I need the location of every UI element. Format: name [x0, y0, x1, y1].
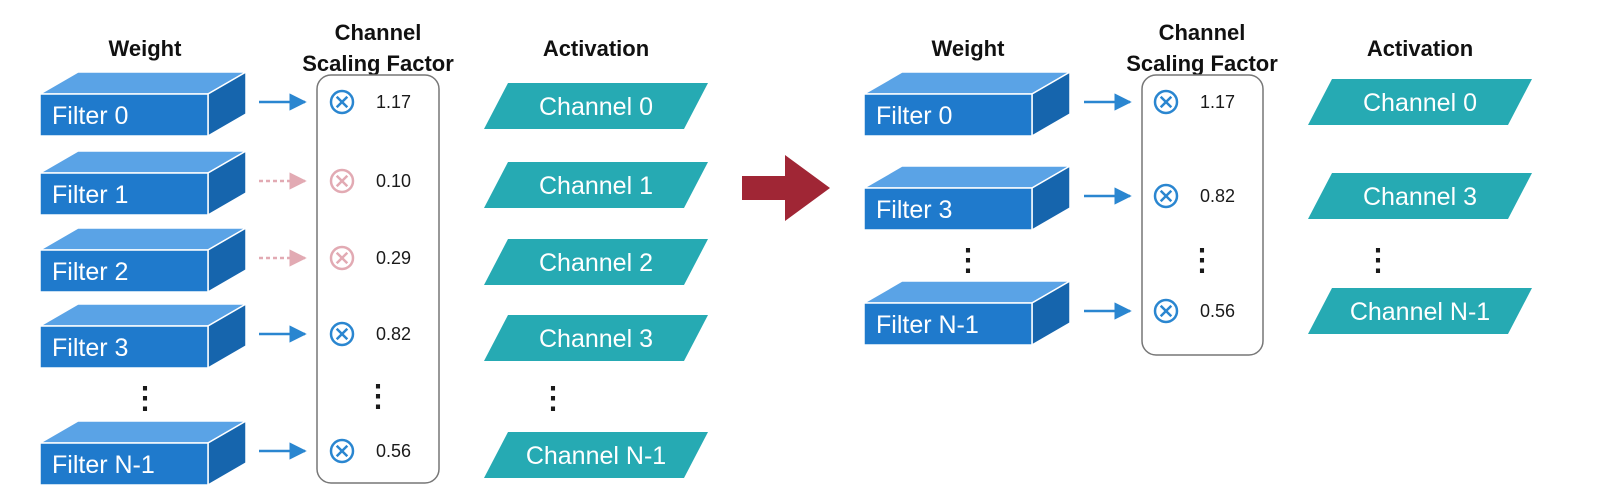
filter-block: Filter N-1: [861, 279, 1073, 347]
filter-front-face: [39, 442, 209, 486]
filter-label: Filter 3: [876, 196, 952, 224]
filter-front-face: [39, 172, 209, 216]
filter-label: Filter 3: [52, 334, 128, 362]
right-filter-ellipsis: ⋮: [953, 244, 983, 277]
left-filter-ellipsis: ⋮: [130, 382, 160, 415]
right-row: Filter N-1 0.56 Channel N-1: [861, 279, 1532, 347]
left-row: Filter 1 0.10 Channel 1: [37, 149, 708, 217]
multiply-icon: [329, 438, 355, 464]
multiply-icon: [1153, 298, 1179, 324]
left-row: Filter N-1 0.56 Channel N-1: [37, 419, 708, 487]
multiply-icon: [1153, 183, 1179, 209]
filter-front-face: [863, 187, 1033, 231]
filter-block: Filter N-1: [37, 419, 249, 487]
scaling-factor-value: 1.17: [1200, 92, 1235, 112]
right-factor-header-line2: Scaling Factor: [1126, 51, 1278, 76]
channel-block: Channel N-1: [484, 432, 708, 478]
channel-shape: [484, 315, 708, 361]
channel-block: Channel 3: [1308, 173, 1532, 219]
left-row: Filter 3 0.82 Channel 3: [37, 302, 708, 370]
channel-shape: [1308, 288, 1532, 334]
scaling-factor-value: 1.17: [376, 92, 411, 112]
filter-block: Filter 0: [861, 70, 1073, 138]
channel-label: Channel N-1: [526, 442, 666, 470]
filter-block: Filter 0: [37, 70, 249, 138]
channel-label: Channel 0: [1363, 89, 1477, 117]
channel-label: Channel 0: [539, 93, 653, 121]
channel-block: Channel 3: [484, 315, 708, 361]
left-factor-header-line1: Channel: [335, 20, 422, 45]
channel-block: Channel 0: [1308, 79, 1532, 125]
channel-label: Channel 3: [1363, 183, 1477, 211]
filter-front-face: [39, 93, 209, 137]
filter-front-face: [39, 325, 209, 369]
right-scaling-factor-box: [1141, 74, 1264, 356]
channel-block: Channel 2: [484, 239, 708, 285]
right-factor-ellipsis: ⋮: [1187, 244, 1217, 277]
right-channel-ellipsis: ⋮: [1363, 244, 1393, 277]
filter-label: Filter 2: [52, 258, 128, 286]
filter-block: Filter 2: [37, 226, 249, 294]
filter-label: Filter 0: [52, 102, 128, 130]
filter-label: Filter N-1: [876, 311, 979, 339]
channel-shape: [484, 83, 708, 129]
scaling-factor-value: 0.29: [376, 248, 411, 268]
multiply-icon: [329, 168, 355, 194]
filter-front-face: [863, 93, 1033, 137]
scaling-factor-value: 0.82: [376, 324, 411, 344]
filter-front-face: [39, 249, 209, 293]
channel-shape: [484, 239, 708, 285]
right-row: Filter 0 1.17 Channel 0: [861, 70, 1532, 138]
left-factor-header-line2: Scaling Factor: [302, 51, 454, 76]
filter-label: Filter N-1: [52, 451, 155, 479]
multiply-icon: [329, 245, 355, 271]
right-row: Filter 3 0.82 Channel 3: [861, 164, 1532, 232]
multiply-icon: [329, 321, 355, 347]
left-row: Filter 2 0.29 Channel 2: [37, 226, 708, 294]
channel-label: Channel 2: [539, 249, 653, 277]
scaling-factor-value: 0.56: [1200, 301, 1235, 321]
left-channel-ellipsis: ⋮: [538, 382, 568, 415]
left-factor-ellipsis: ⋮: [363, 380, 393, 413]
right-activation-header: Activation: [1367, 36, 1473, 61]
filter-block: Filter 3: [37, 302, 249, 370]
scaling-factor-value: 0.82: [1200, 186, 1235, 206]
channel-shape: [484, 432, 708, 478]
pruning-transition-arrow: [742, 155, 830, 221]
multiply-icon: [1153, 89, 1179, 115]
channel-block: Channel N-1: [1308, 288, 1532, 334]
channel-label: Channel N-1: [1350, 298, 1490, 326]
left-row: Filter 0 1.17 Channel 0: [37, 70, 708, 138]
right-factor-header-line1: Channel: [1159, 20, 1246, 45]
left-scaling-factor-box: [316, 74, 440, 484]
left-activation-header: Activation: [543, 36, 649, 61]
scaling-factor-value: 0.56: [376, 441, 411, 461]
filter-block: Filter 1: [37, 149, 249, 217]
filter-block: Filter 3: [861, 164, 1073, 232]
channel-label: Channel 3: [539, 325, 653, 353]
channel-shape: [484, 162, 708, 208]
left-weight-header: Weight: [109, 36, 183, 61]
channel-block: Channel 0: [484, 83, 708, 129]
right-weight-header: Weight: [932, 36, 1006, 61]
channel-label: Channel 1: [539, 172, 653, 200]
channel-block: Channel 1: [484, 162, 708, 208]
filter-front-face: [863, 302, 1033, 346]
filter-label: Filter 1: [52, 181, 128, 209]
multiply-icon: [329, 89, 355, 115]
channel-shape: [1308, 173, 1532, 219]
channel-shape: [1308, 79, 1532, 125]
filter-label: Filter 0: [876, 102, 952, 130]
scaling-factor-value: 0.10: [376, 171, 411, 191]
